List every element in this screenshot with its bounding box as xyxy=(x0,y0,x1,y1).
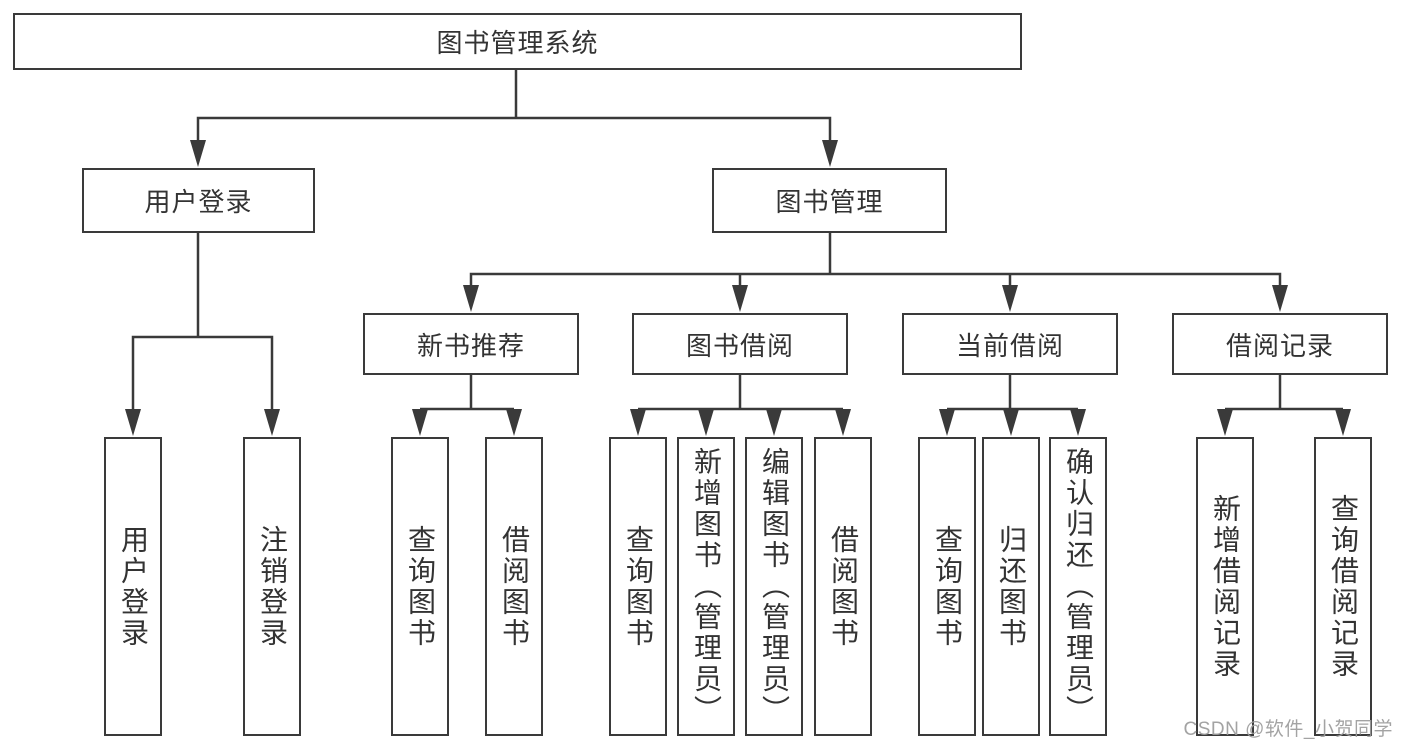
node-book-borrowing: 图书借阅 xyxy=(632,313,848,375)
leaf-borrow-books-recommend: 借阅图书 xyxy=(485,437,543,736)
leaf-label: 查询图书 xyxy=(623,524,654,649)
leaf-user-login: 用户登录 xyxy=(104,437,162,736)
leaf-add-book-admin: 新增图书（管理员） xyxy=(677,437,735,736)
leaf-label: 新增借阅记录 xyxy=(1210,493,1241,680)
leaf-label: 查询借阅记录 xyxy=(1328,493,1359,680)
leaf-borrow-books-borrow: 借阅图书 xyxy=(814,437,872,736)
leaf-label: 确认归还（管理员） xyxy=(1063,447,1094,726)
leaf-label: 借阅图书 xyxy=(828,524,859,649)
node-library-system: 图书管理系统 xyxy=(13,13,1022,70)
leaf-query-books-borrow: 查询图书 xyxy=(609,437,667,736)
leaf-label: 归还图书 xyxy=(996,524,1027,649)
leaf-edit-book-admin: 编辑图书（管理员） xyxy=(745,437,803,736)
leaf-add-borrow-record: 新增借阅记录 xyxy=(1196,437,1254,736)
leaf-label: 查询图书 xyxy=(932,524,963,649)
node-borrowing-records: 借阅记录 xyxy=(1172,313,1388,375)
leaf-label: 编辑图书（管理员） xyxy=(759,447,790,726)
leaf-label: 查询图书 xyxy=(405,524,436,649)
leaf-label: 新增图书（管理员） xyxy=(691,447,722,726)
node-book-management: 图书管理 xyxy=(712,168,947,233)
node-new-book-recommendation: 新书推荐 xyxy=(363,313,579,375)
leaf-query-books-recommend: 查询图书 xyxy=(391,437,449,736)
leaf-confirm-return-admin: 确认归还（管理员） xyxy=(1049,437,1107,736)
leaf-label: 用户登录 xyxy=(118,524,149,649)
node-user-login: 用户登录 xyxy=(82,168,315,233)
leaf-return-books: 归还图书 xyxy=(982,437,1040,736)
leaf-logout: 注销登录 xyxy=(243,437,301,736)
watermark: CSDN @软件_小贺同学 xyxy=(1183,719,1393,740)
leaf-label: 借阅图书 xyxy=(499,524,530,649)
leaf-query-books-current: 查询图书 xyxy=(918,437,976,736)
leaf-query-borrow-record: 查询借阅记录 xyxy=(1314,437,1372,736)
node-current-borrowing: 当前借阅 xyxy=(902,313,1118,375)
leaf-label: 注销登录 xyxy=(257,524,288,649)
